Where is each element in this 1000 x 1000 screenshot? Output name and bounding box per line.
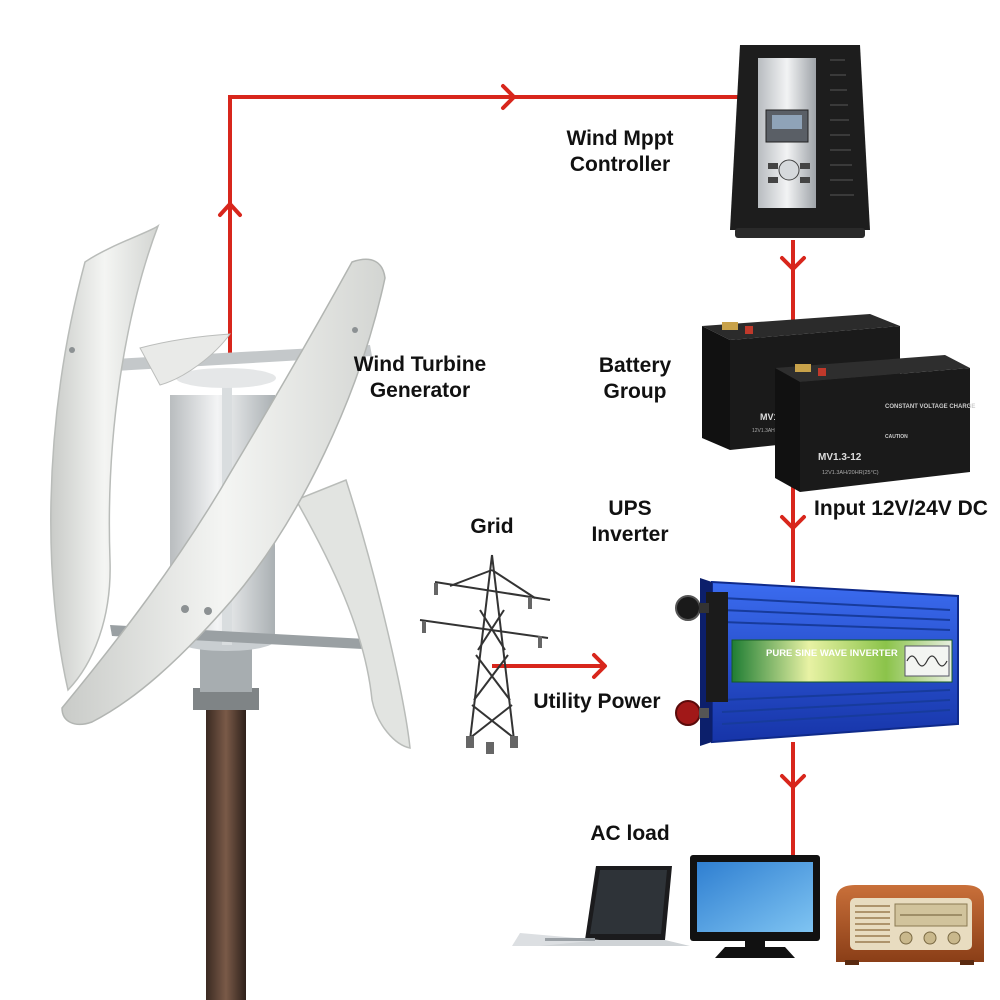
battery-front-spec: 12V1.3AH/20HR(25°C) bbox=[822, 470, 879, 476]
battery-label: Battery Group bbox=[575, 353, 695, 405]
grid-label: Grid bbox=[470, 515, 514, 538]
ups-label: UPS Inverter bbox=[570, 496, 690, 548]
battery-front-model: MV1.3-12 bbox=[818, 452, 862, 463]
turbine-label-line2: Generator bbox=[369, 379, 471, 402]
arrow-down-icon bbox=[780, 774, 806, 789]
mppt-controller-icon bbox=[730, 45, 870, 238]
controller-label-line2: Controller bbox=[569, 153, 671, 176]
battery-label-line2: Group bbox=[603, 380, 667, 403]
radio-icon bbox=[836, 885, 984, 965]
ups-label-line1: UPS bbox=[608, 497, 652, 520]
controller-label-line1: Wind Mppt bbox=[566, 127, 674, 150]
arrow-up-icon bbox=[218, 202, 242, 217]
input-voltage-label: Input 12V/24V DC bbox=[814, 497, 988, 520]
ac-load-label: AC load bbox=[590, 822, 670, 845]
battery-caution-text: CAUTION bbox=[885, 434, 908, 440]
laptop-icon bbox=[512, 866, 690, 946]
battery-back-model: MV1 bbox=[760, 412, 779, 422]
arrow-right-icon bbox=[501, 84, 516, 110]
arrow-right-icon bbox=[592, 653, 607, 679]
wire-turbine-to-controller bbox=[228, 95, 738, 360]
wind-turbine-icon bbox=[50, 223, 411, 1000]
arrow-down-icon bbox=[780, 515, 806, 530]
monitor-icon bbox=[690, 855, 820, 958]
battery-warning-text: CONSTANT VOLTAGE CHARGE bbox=[885, 404, 975, 410]
turbine-label: Wind Turbine Generator bbox=[340, 352, 500, 404]
inverter-banner-text: PURE SINE WAVE INVERTER bbox=[766, 648, 898, 659]
ups-label-line2: Inverter bbox=[591, 523, 669, 546]
battery-label-line1: Battery bbox=[598, 354, 672, 377]
controller-label: Wind Mppt Controller bbox=[545, 126, 695, 178]
power-tower-icon bbox=[419, 554, 551, 754]
inverter-icon: PURE SINE WAVE INVERTER bbox=[675, 578, 959, 746]
turbine-label-line1: Wind Turbine bbox=[353, 353, 487, 376]
battery-icon: MV1 12V1.3AH CONSTANT VOLTAGE CHARGE CAU… bbox=[702, 314, 975, 492]
battery-back-spec: 12V1.3AH bbox=[752, 428, 775, 434]
wire-arrows bbox=[218, 84, 806, 789]
utility-power-label: Utility Power bbox=[533, 690, 661, 713]
arrow-down-icon bbox=[780, 256, 806, 271]
